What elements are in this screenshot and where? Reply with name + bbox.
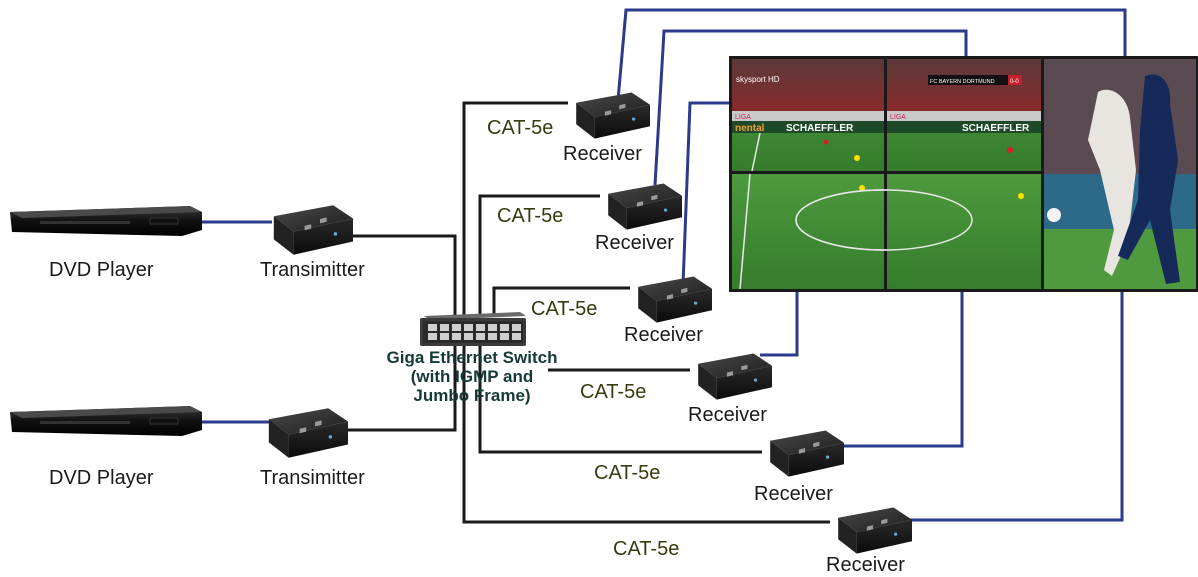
overlay-text-score: 0-0 [1010,79,1019,85]
switch-label-line-1: Giga Ethernet Switch [386,348,558,367]
ethernet-switch [420,312,526,346]
transmitter-1-label: Transimitter [260,259,365,281]
receiver-6-label: Receiver [826,554,905,576]
cable-label-5: CAT-5e [594,462,661,484]
receiver-2 [608,183,682,230]
overlay-text-liga-1: LIGA [735,114,751,121]
overlay-text-sponsor-3: nental [735,123,765,134]
video-wall-screen-tm [887,59,1041,171]
dvd-player-2-label: DVD Player [49,467,154,489]
dvd-player-2 [10,406,202,436]
cable-label-3: CAT-5e [531,298,598,320]
receiver-1-label: Receiver [563,143,642,165]
cable-label-2: CAT-5e [497,205,564,227]
receiver-4 [698,353,772,400]
cable-label-4: CAT-5e [580,381,647,403]
cable-label-6: CAT-5e [613,538,680,560]
receiver-to-wall-links [616,8,1127,522]
receiver-4-label: Receiver [688,404,767,426]
cable-label-1: CAT-5e [487,117,554,139]
dvd-player-1-label: DVD Player [49,259,154,281]
overlay-text-skysport: skysport HD [736,75,780,84]
video-wall-screen-bl [732,173,973,290]
cat5e-links [345,101,830,524]
receiver-6 [838,507,912,554]
video-wall: skysport HD FC BAYERN DORTMUND 0-0 SCHAE… [729,56,1198,292]
switch-label-line-2: (with IGMP and [410,367,534,386]
video-wall-screen-tl [732,59,884,172]
overlay-text-sponsor-1: SCHAEFFLER [786,123,854,134]
hdmi-links [198,220,272,424]
transmitter-2-label: Transimitter [260,467,365,489]
receiver-3 [638,276,712,323]
receiver-1 [576,92,650,139]
transmitter-1 [273,205,353,255]
dvd-player-1 [10,206,202,236]
switch-label-line-3: Jumbo Frame) [413,386,531,405]
receiver-5-label: Receiver [754,483,833,505]
video-wall-screen-bm [795,174,1041,289]
overlay-text-sponsor-2: SCHAEFFLER [962,123,1030,134]
receiver-2-label: Receiver [595,232,674,254]
overlay-text-score-teams: FC BAYERN DORTMUND [930,79,995,85]
video-wall-screen-right [1044,59,1196,289]
transmitter-2 [268,408,348,458]
receiver-5 [770,430,844,477]
receiver-3-label: Receiver [624,324,703,346]
switch-label: Giga Ethernet Switch (with IGMP and Jumb… [362,348,582,405]
overlay-text-liga-2: LIGA [890,114,906,121]
